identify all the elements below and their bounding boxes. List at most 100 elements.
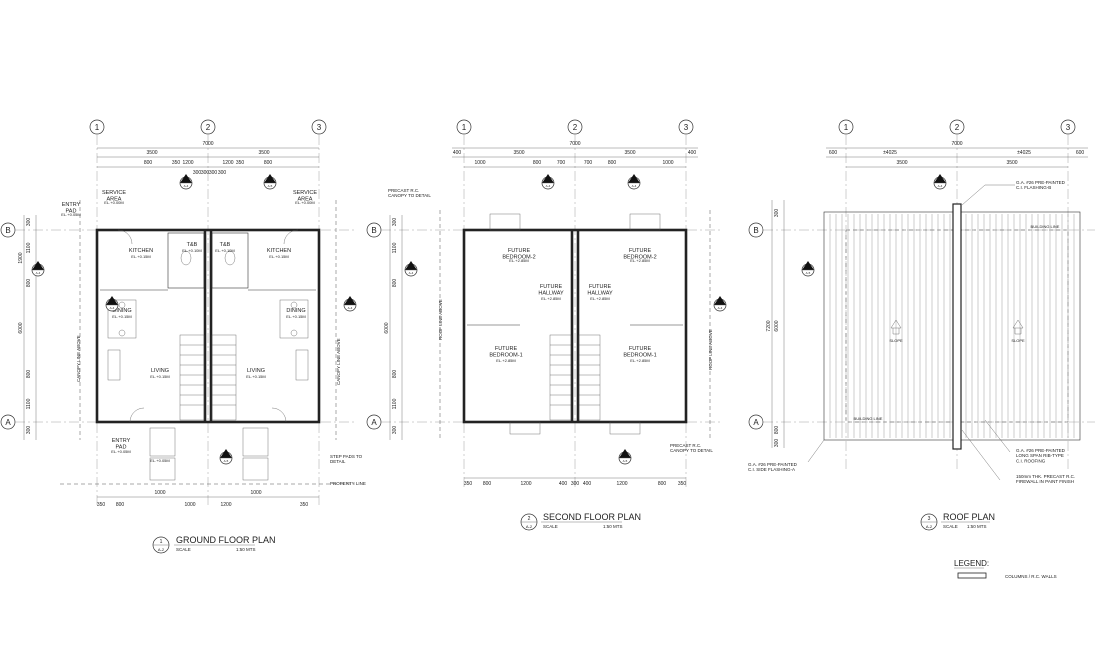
svg-text:300: 300 bbox=[392, 426, 398, 435]
room-tb-left: T&B bbox=[187, 242, 198, 248]
svg-text:300: 300 bbox=[774, 439, 780, 448]
svg-text:±4025: ±4025 bbox=[883, 150, 897, 156]
grid-bubble-2: 2 bbox=[567, 119, 583, 135]
grid-bubble-a: A bbox=[0, 414, 16, 430]
svg-text:800: 800 bbox=[264, 160, 273, 166]
grid-bubble-a: A bbox=[748, 414, 764, 430]
svg-text:7000: 7000 bbox=[951, 141, 962, 147]
room-tb-right: T&B bbox=[220, 242, 231, 248]
roof-plan: 1 2 3 B A 7000 600 ±4025 ±4025 600 3500 … bbox=[748, 119, 1095, 531]
svg-text:300: 300 bbox=[26, 218, 32, 227]
section-marker-sheet: A-4 bbox=[632, 184, 637, 188]
svg-text:EL.+0.15M: EL.+0.15M bbox=[150, 374, 169, 379]
svg-text:B: B bbox=[753, 226, 758, 235]
svg-text:1100: 1100 bbox=[392, 398, 398, 409]
ground-plan-title: 1 A-2 GROUND FLOOR PLAN SCALE 1:50 MTS bbox=[152, 535, 276, 554]
svg-text:1100: 1100 bbox=[26, 398, 32, 409]
note-roof-line-left: ROOF LINE ABOVE bbox=[438, 299, 443, 340]
svg-text:SCALE: SCALE bbox=[943, 524, 958, 529]
svg-text:EL.+2.85M: EL.+2.85M bbox=[509, 258, 528, 263]
section-marker: A-4 bbox=[31, 261, 45, 277]
svg-text:700: 700 bbox=[584, 160, 593, 166]
legend-title: LEGEND: bbox=[954, 559, 989, 568]
grid-bubble-b: B bbox=[0, 222, 16, 238]
svg-text:SCALE: SCALE bbox=[543, 524, 558, 529]
svg-text:EL.+0.05M: EL.+0.05M bbox=[111, 449, 130, 454]
svg-text:EL.+0.05M: EL.+0.05M bbox=[150, 458, 169, 463]
svg-text:700: 700 bbox=[557, 160, 566, 166]
svg-text:6000: 6000 bbox=[384, 322, 390, 333]
svg-text:1200: 1200 bbox=[182, 160, 193, 166]
svg-text:2: 2 bbox=[206, 123, 211, 132]
svg-text:EL.+0.15M: EL.+0.15M bbox=[131, 254, 150, 259]
svg-text:3500: 3500 bbox=[1006, 160, 1017, 166]
section-marker-sheet: A-4 bbox=[938, 184, 943, 188]
grid-bubble-a: A bbox=[366, 414, 382, 430]
svg-text:1:50 MTS: 1:50 MTS bbox=[967, 524, 987, 529]
grid-bubble-1: 1 bbox=[456, 119, 472, 135]
svg-text:3500: 3500 bbox=[146, 150, 157, 156]
section-marker: A-5 bbox=[618, 449, 632, 465]
svg-text:350: 350 bbox=[300, 502, 309, 508]
svg-text:400: 400 bbox=[583, 481, 592, 487]
svg-text:±4025: ±4025 bbox=[1017, 150, 1031, 156]
svg-text:1100: 1100 bbox=[392, 242, 398, 253]
note-canopy-left: CANOPY LINE ABOVE bbox=[76, 335, 81, 382]
svg-text:3: 3 bbox=[1066, 123, 1071, 132]
svg-text:3: 3 bbox=[684, 123, 689, 132]
svg-text:3500: 3500 bbox=[258, 150, 269, 156]
section-marker: A-5 bbox=[219, 449, 233, 465]
svg-text:1200: 1200 bbox=[520, 481, 531, 487]
grid-bubble-3: 3 bbox=[311, 119, 327, 135]
svg-text:400: 400 bbox=[453, 150, 462, 156]
roofing-ribs bbox=[829, 214, 1075, 438]
svg-text:300: 300 bbox=[209, 170, 218, 176]
grid-bubble-b: B bbox=[366, 222, 382, 238]
svg-text:SCALE: SCALE bbox=[176, 547, 191, 552]
legend-swatch-columns bbox=[957, 572, 987, 579]
svg-text:3: 3 bbox=[928, 516, 931, 522]
note-canopy-bottom: PRECAST R.C.CANOPY TO DETAIL bbox=[670, 443, 713, 453]
slope-arrow-right: SLOPE bbox=[1011, 319, 1025, 343]
svg-text:2: 2 bbox=[955, 123, 960, 132]
svg-text:A-2: A-2 bbox=[158, 547, 165, 552]
svg-text:800: 800 bbox=[608, 160, 617, 166]
svg-text:2: 2 bbox=[528, 516, 531, 522]
svg-text:A-2: A-2 bbox=[926, 524, 933, 529]
svg-text:1000: 1000 bbox=[250, 490, 261, 496]
svg-text:A: A bbox=[371, 418, 377, 427]
svg-text:1000: 1000 bbox=[184, 502, 195, 508]
svg-text:600: 600 bbox=[1076, 150, 1085, 156]
svg-text:3500: 3500 bbox=[624, 150, 635, 156]
svg-text:1900: 1900 bbox=[18, 252, 24, 263]
svg-text:300: 300 bbox=[193, 170, 202, 176]
section-marker: A-4 bbox=[713, 296, 727, 312]
svg-text:B: B bbox=[371, 226, 376, 235]
note-canopy-right: CANOPY LINE ABOVE bbox=[336, 338, 341, 385]
section-marker: A-4 bbox=[343, 296, 357, 312]
ground-floor-plan: 1 2 3 B A 7000 3500 3500 800 1200 350 12… bbox=[0, 119, 366, 554]
svg-text:1: 1 bbox=[462, 123, 467, 132]
svg-text:1200: 1200 bbox=[222, 160, 233, 166]
section-marker-sheet: A-4 bbox=[36, 271, 41, 275]
svg-text:EL.+2.85M: EL.+2.85M bbox=[590, 296, 609, 301]
second-plan-title: 2 A-2 SECOND FLOOR PLAN SCALE 1:50 MTS bbox=[520, 512, 641, 531]
svg-text:7200: 7200 bbox=[766, 320, 772, 331]
svg-text:1: 1 bbox=[160, 539, 163, 545]
svg-text:300: 300 bbox=[26, 426, 32, 435]
room-living-right: LIVING bbox=[247, 368, 265, 374]
svg-text:300: 300 bbox=[774, 209, 780, 218]
section-marker: A-4 bbox=[179, 174, 193, 190]
legend-item-columns: COLUMNS / R.C. WALLS bbox=[1005, 574, 1057, 579]
section-marker: A-4 bbox=[404, 261, 418, 277]
svg-text:1000: 1000 bbox=[662, 160, 673, 166]
room-dining-left: DINING bbox=[112, 308, 131, 314]
note-property-line: PROPERTY LINE bbox=[330, 481, 366, 486]
svg-text:1000: 1000 bbox=[474, 160, 485, 166]
svg-text:350: 350 bbox=[172, 160, 181, 166]
svg-text:400: 400 bbox=[559, 481, 568, 487]
